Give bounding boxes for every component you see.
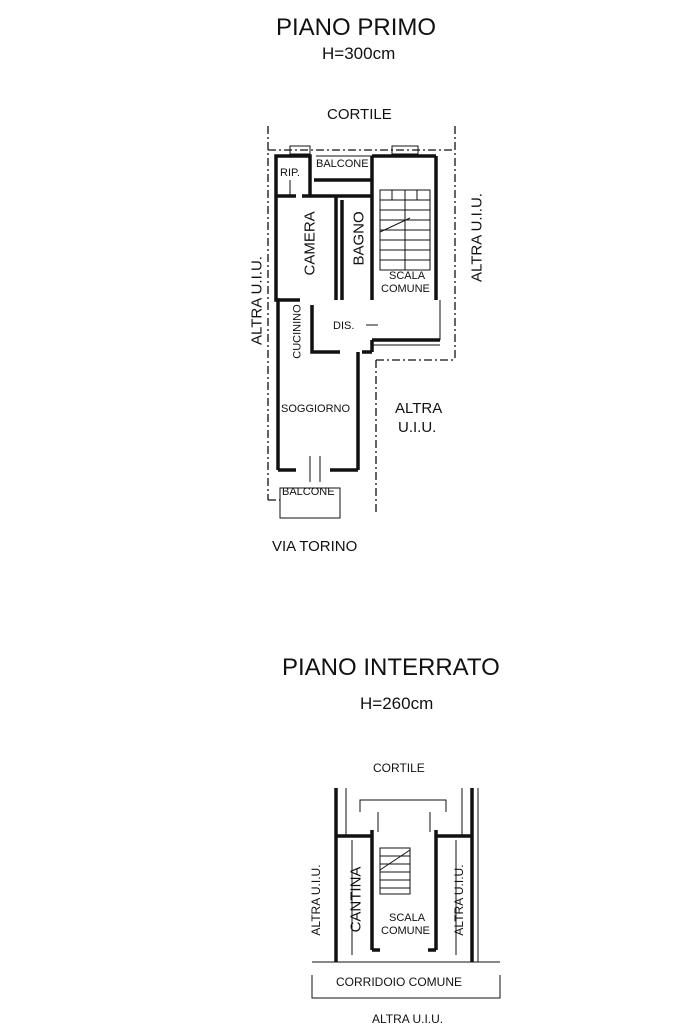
basement-courtyard-label: CORTILE — [373, 761, 425, 775]
basement-other-unit-left-label: ALTRA U.I.U. — [309, 864, 323, 936]
first-floor-courtyard-label: CORTILE — [327, 106, 392, 123]
basement-height: H=260cm — [360, 694, 434, 713]
first-floor-stair-label-line1: SCALA — [389, 270, 426, 282]
first-floor-other-unit-center-line1: ALTRA — [395, 400, 443, 417]
basement-walls — [334, 788, 474, 962]
bedroom-label: CAMERA — [301, 211, 319, 276]
first-floor-stairs — [379, 189, 431, 271]
first-floor-boundary — [267, 126, 456, 515]
storage-room-label: RIP. — [280, 167, 300, 179]
basement-stairs — [379, 847, 411, 895]
basement-title: PIANO INTERRATO — [282, 654, 500, 681]
basement-stair-label-line1: SCALA — [389, 912, 426, 924]
basement-other-unit-right-label: ALTRA U.I.U. — [452, 864, 466, 936]
basement-details — [311, 788, 501, 999]
first-floor-stair-label-line2: COMUNE — [381, 283, 430, 295]
first-floor-title: PIANO PRIMO — [276, 14, 437, 41]
basement-other-unit-bottom-label: ALTRA U.I.U. — [372, 1012, 444, 1026]
cellar-label: CANTINA — [347, 866, 365, 933]
bottom-balcony-label: BALCONE — [282, 486, 335, 498]
living-room-label: SOGGIORNO — [281, 403, 351, 415]
kitchenette-label: CUCININO — [291, 304, 304, 359]
basement-stair-label-line2: COMUNE — [381, 925, 430, 937]
first-floor-other-unit-center-line2: U.I.U. — [398, 419, 437, 436]
common-corridor-label: CORRIDOIO COMUNE — [336, 975, 462, 989]
bathroom-label: BAGNO — [350, 211, 368, 266]
first-floor-walls — [274, 154, 440, 472]
first-floor-height: H=300cm — [322, 44, 396, 63]
first-floor-other-unit-right-label: ALTRA U.I.U. — [468, 193, 486, 282]
first-floor-details — [279, 145, 441, 519]
top-balcony-label: BALCONE — [316, 158, 369, 170]
street-label: VIA TORINO — [272, 538, 358, 555]
hallway-label: DIS. — [333, 320, 355, 332]
first-floor-other-unit-left-label: ALTRA U.I.U. — [248, 256, 266, 345]
